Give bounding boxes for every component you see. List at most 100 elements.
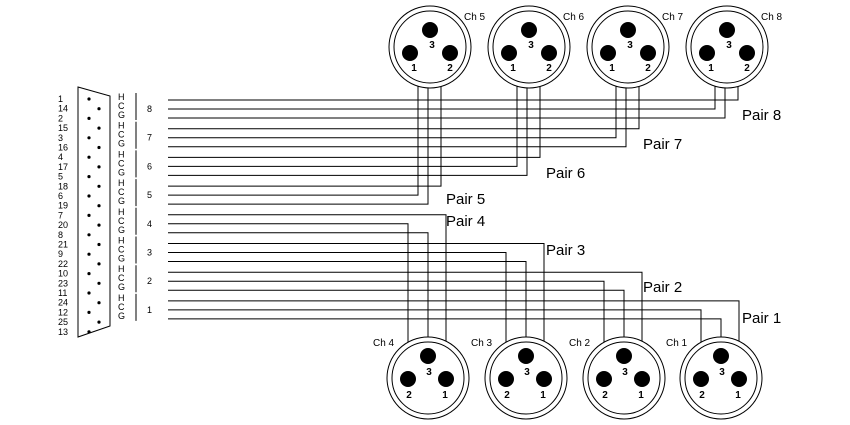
pin-number-label: 23 — [58, 278, 68, 288]
xlr-pin-1-label: 1 — [735, 390, 741, 401]
xlr-pin-2-label: 2 — [602, 390, 608, 401]
signal-tag-gnd: G — [118, 196, 125, 206]
channel-label: Ch 6 — [563, 12, 585, 23]
pair-label: Pair 7 — [643, 136, 682, 153]
pin-dot — [97, 301, 101, 305]
xlr-pin-3-contact — [422, 22, 438, 38]
pin-dot — [87, 155, 91, 159]
xlr-pin-1-label: 1 — [708, 63, 714, 74]
pin-number-label: 20 — [58, 220, 68, 230]
xlr-pin-3-label: 3 — [524, 367, 530, 378]
signal-tag-hot: H — [118, 149, 125, 159]
pin-dot — [87, 310, 91, 314]
signal-tag-cold: C — [118, 130, 125, 140]
pin-dot — [97, 126, 101, 130]
signal-tag-cold: C — [118, 273, 125, 283]
xlr-pin-3-contact — [420, 348, 436, 364]
pin-dot — [97, 320, 101, 324]
db25-shell — [77, 86, 111, 338]
pin-number-label: 14 — [58, 104, 68, 114]
pin-number-label: 11 — [58, 288, 67, 298]
signal-tag-hot: H — [118, 207, 125, 217]
signal-tag-hot: H — [118, 121, 125, 131]
signal-tag-cold: C — [118, 216, 125, 226]
pin-dot — [87, 330, 91, 334]
signal-tag-gnd: G — [118, 225, 125, 235]
pin-dot — [97, 145, 101, 150]
signal-tag-cold: C — [118, 158, 125, 168]
wire-ground — [168, 261, 527, 356]
xlr-pin-3-label: 3 — [528, 40, 534, 51]
wire-hot — [168, 214, 447, 379]
xlr-pin-2-label: 2 — [699, 390, 705, 401]
channel-label: Ch 2 — [569, 338, 591, 349]
pin-number-label: 8 — [58, 230, 63, 240]
xlr-outer-ring — [586, 5, 670, 89]
pin-number-label: 13 — [58, 327, 68, 337]
signal-tag-hot: H — [118, 264, 125, 274]
pin-number-label: 18 — [58, 181, 68, 191]
pin-dot — [97, 262, 101, 266]
xlr-pin-1-contact — [536, 371, 552, 387]
pin-dot — [97, 281, 101, 285]
pair-label: Pair 4 — [446, 213, 485, 230]
xlr-pin-2-label: 2 — [447, 63, 453, 74]
pin-dot — [97, 184, 101, 188]
signal-tag-cold: C — [118, 302, 125, 312]
channel-label: Ch 3 — [471, 338, 493, 349]
xlr-outer-ring — [487, 5, 571, 89]
pin-dot — [97, 223, 101, 227]
xlr-pin-1-contact — [731, 371, 747, 387]
wire-ground — [168, 289, 625, 356]
pin-dot — [87, 233, 91, 237]
xlr-pin-3-contact — [620, 22, 636, 38]
pin-number-label: 12 — [58, 307, 68, 317]
xlr-pin-2-contact — [640, 45, 656, 61]
pin-dot — [87, 252, 91, 256]
channel-label: Ch 4 — [373, 338, 395, 349]
xlr-outer-ring — [388, 5, 472, 89]
xlr-pin-1-contact — [600, 45, 616, 61]
pin-number-label: 3 — [58, 133, 63, 143]
group-number: 2 — [147, 276, 152, 286]
xlr-outer-ring — [582, 336, 666, 420]
xlr-pin-1-label: 1 — [411, 63, 417, 74]
pin-number-label: 10 — [58, 269, 68, 279]
xlr-pin-2-contact — [442, 45, 458, 61]
wire-cold — [168, 53, 518, 167]
pin-number-label: 21 — [58, 240, 68, 250]
xlr-pin-3-contact — [713, 348, 729, 364]
group-number: 3 — [147, 248, 152, 258]
wire-ground — [168, 30, 429, 205]
pin-dot — [87, 272, 91, 276]
pin-number-label: 9 — [58, 249, 63, 259]
group-number: 4 — [147, 219, 152, 229]
pin-number-label: 24 — [58, 298, 68, 308]
group-number: 5 — [147, 190, 152, 200]
xlr-pin-2-label: 2 — [546, 63, 552, 74]
pair-label: Pair 2 — [643, 279, 682, 296]
group-number: 8 — [147, 104, 152, 114]
pin-number-label: 4 — [58, 152, 63, 162]
signal-tag-gnd: G — [118, 139, 125, 149]
xlr-pin-1-contact — [699, 45, 715, 61]
channel-label: Ch 7 — [662, 12, 684, 23]
pin-dot — [97, 204, 101, 208]
pin-dot — [97, 242, 101, 247]
signal-tag-cold: C — [118, 245, 125, 255]
pair-label: Pair 8 — [742, 107, 781, 124]
pin-number-label: 15 — [58, 123, 68, 133]
pin-dot — [87, 116, 91, 120]
xlr-pin-3-label: 3 — [726, 40, 732, 51]
signal-tag-hot: H — [118, 92, 125, 102]
pin-number-label: 19 — [58, 201, 68, 211]
xlr-pin-1-label: 1 — [540, 390, 546, 401]
wire-hot — [168, 53, 442, 187]
xlr-inner-ring — [684, 341, 758, 415]
xlr-pin-2-contact — [498, 371, 514, 387]
xlr-pin-3-label: 3 — [627, 40, 633, 51]
xlr-pin-3-contact — [616, 348, 632, 364]
xlr-outer-ring — [386, 336, 470, 420]
